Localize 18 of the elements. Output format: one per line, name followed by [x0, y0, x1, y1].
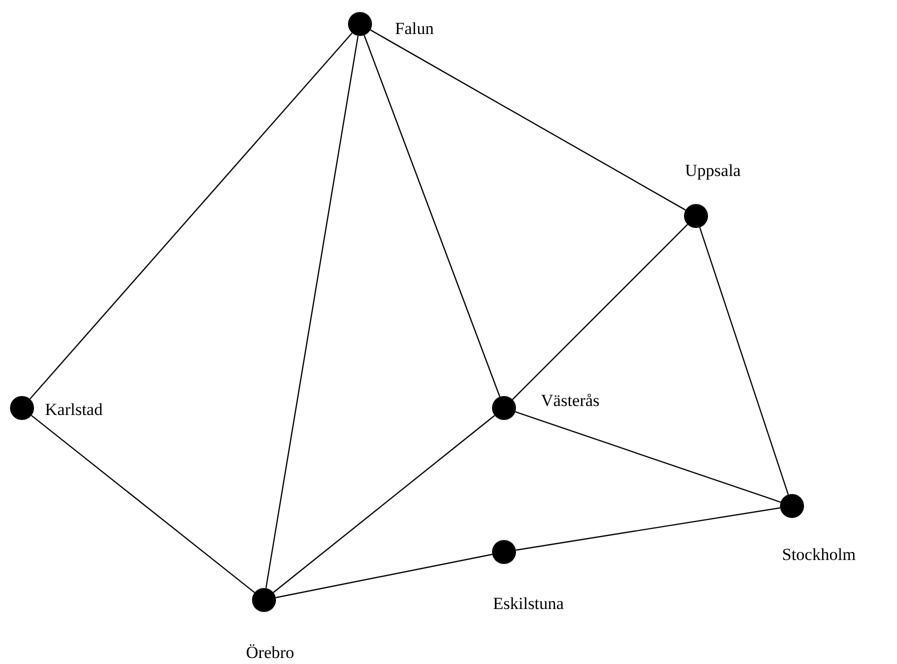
connector-line: [31, 414, 255, 594]
connector-line: [370, 29, 686, 211]
connector-line: [512, 224, 688, 400]
connector-line: [273, 415, 495, 593]
city-label: Uppsala: [685, 161, 741, 181]
connector-line: [699, 227, 789, 495]
city-label: Stockholm: [782, 545, 856, 565]
city-label: Örebro: [246, 643, 294, 663]
connector-line: [276, 554, 492, 598]
city-label: Falun: [395, 19, 434, 39]
connector-line: [265, 36, 359, 588]
city-label: Eskilstuna: [493, 594, 564, 614]
connector-line: [29, 32, 353, 400]
connector-line: [364, 35, 500, 397]
connector-line: [515, 411, 781, 503]
city-label: Västerås: [541, 391, 600, 411]
city-label: Karlstad: [45, 400, 103, 420]
connector-line: [516, 507, 780, 551]
